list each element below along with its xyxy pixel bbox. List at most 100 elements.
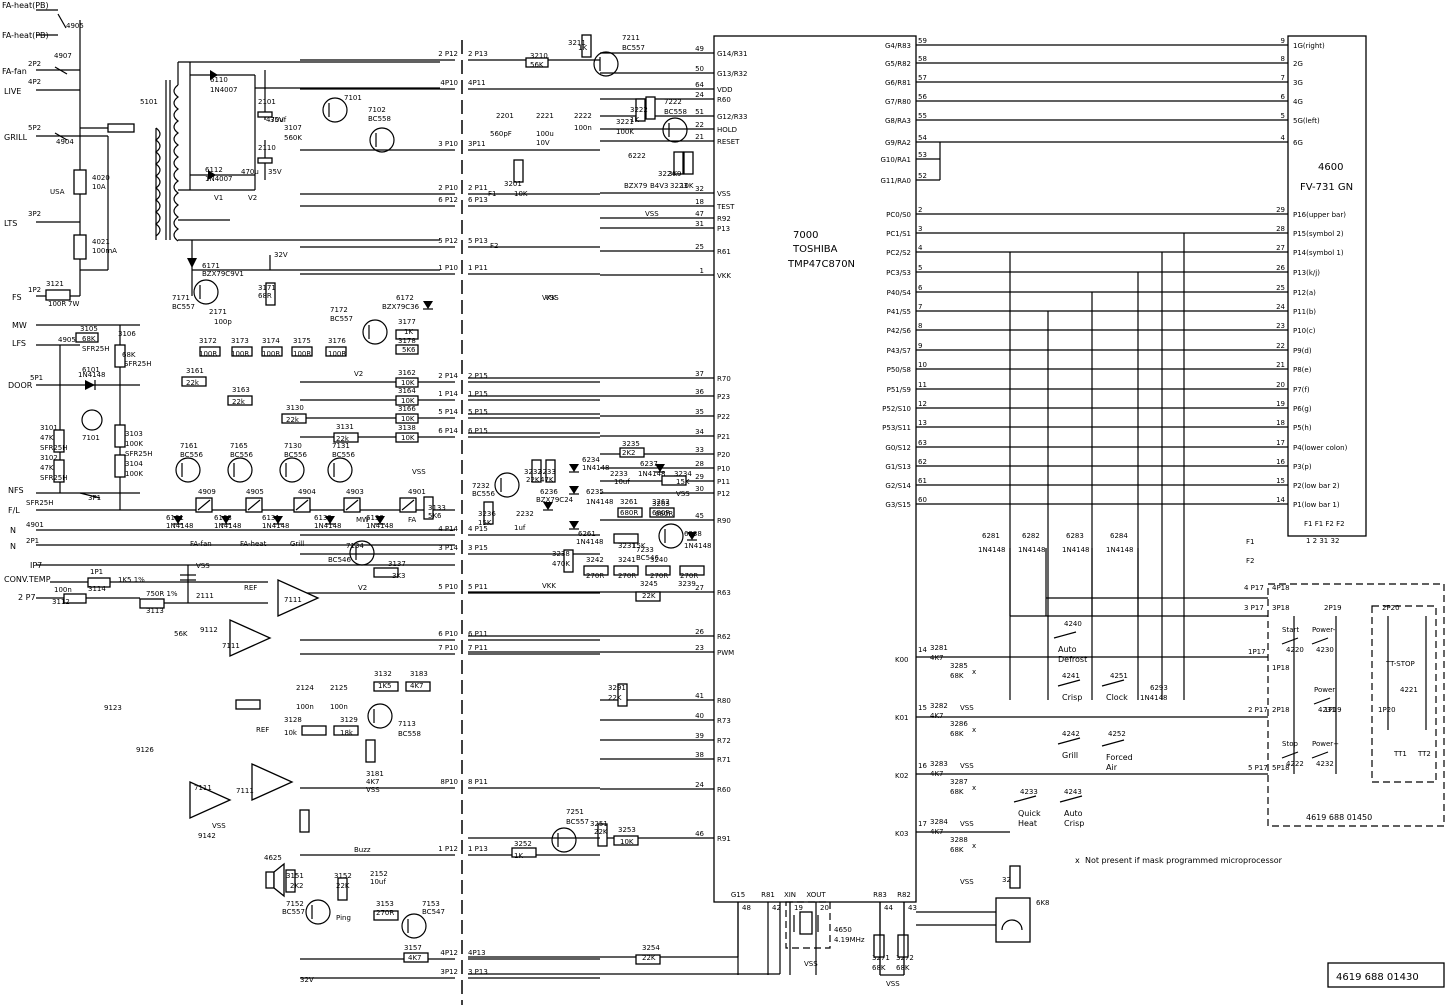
mains-part-label: 7W	[68, 300, 79, 308]
connector-plug-label: 8P10	[440, 778, 458, 786]
power-part-label: 2171	[209, 308, 227, 316]
display-grid-pin-num: 8	[1281, 55, 1285, 63]
mains-part-label: 100R	[48, 300, 66, 308]
mains-label: F/L	[8, 506, 20, 515]
driver-part-label: FA	[408, 516, 416, 524]
mid-part-label: 1N4148	[582, 464, 610, 472]
keyboard-conn-label: 2P19	[1324, 604, 1342, 612]
mcu-right-pin-num: 59	[918, 37, 927, 45]
connector-socket-label: 8 P11	[468, 778, 488, 786]
connector-socket-label: 6 P11	[468, 630, 488, 638]
display-filament-pins: 1 2 31 32	[1306, 537, 1339, 545]
keyboard-conn-label: 3 P17	[1244, 604, 1264, 612]
connector-socket-label: 7 P11	[468, 644, 488, 652]
mid-part-label: 3252	[514, 840, 532, 848]
connector-socket-label: 5 P11	[468, 583, 488, 591]
mid-part-label: 15K	[478, 519, 492, 527]
keyboard-button-ref: 4220	[1286, 646, 1304, 654]
power-part-label: 3178	[398, 337, 416, 345]
display-segment-pin-num: 26	[1276, 264, 1285, 272]
mcu-right-pin-num: 63	[918, 439, 927, 447]
key-matrix-label: 3283	[930, 760, 948, 768]
mid-part-label: VSS	[804, 960, 818, 968]
key-contact	[1101, 739, 1125, 747]
driver-part-label: 4K7	[410, 682, 424, 690]
keyboard-conn-label: 1P20	[1378, 706, 1396, 714]
mcu-right-pin-name: PC1/S1	[886, 230, 911, 238]
keyboard-conn-label: 2P20	[1382, 604, 1400, 612]
driver-part-label: REF	[244, 584, 257, 592]
mains-label: IP7	[30, 561, 42, 570]
transistor-4	[175, 457, 201, 483]
keyboard-button-ref: 4231	[1318, 706, 1336, 714]
mcu-right-pin-name: G6/R81	[885, 79, 911, 87]
mid-part-label: 3201	[504, 180, 522, 188]
power-part-label: 1N4007	[210, 86, 238, 94]
mid-part-label: 22K	[336, 882, 350, 890]
mid-part-label: 3236	[478, 510, 496, 518]
power-part-label: 35V	[270, 116, 284, 124]
mcu-right-pin-name: P43/S7	[887, 347, 911, 355]
connector-plug-label: 5 P12	[438, 237, 458, 245]
mid-part-label: 2K2	[622, 449, 636, 457]
connector-plug-label: 4P12	[440, 949, 458, 957]
mid-part-label: 2233	[610, 470, 628, 478]
mains-part-label: 3103	[125, 430, 143, 438]
mcu-left-pin-num: 47	[695, 210, 704, 218]
resistor-47	[617, 683, 628, 707]
opamp-7111-3	[189, 780, 232, 820]
mains-part-label: 4905	[66, 22, 84, 30]
mcu-left-pin-num: 37	[695, 370, 704, 378]
display-grid-pin-num: 9	[1281, 37, 1285, 45]
driver-part-label: 3132	[374, 670, 392, 678]
mcu-right-pin-num: 60	[918, 496, 927, 504]
key-matrix-label: 3284	[930, 818, 948, 826]
resistor-3	[291, 346, 313, 357]
mains-part-label: 2P1	[26, 537, 39, 545]
driver-part-label: 22k	[186, 379, 200, 387]
mid-part-label: 100K	[616, 128, 634, 136]
driver-part-label: 4905	[246, 488, 264, 496]
mains-part-label: 4907	[54, 52, 72, 60]
mains-label: FA-heat(PB)	[2, 31, 49, 40]
mcu-left-pin-name: P21	[717, 433, 730, 441]
power-part-label: 3173	[231, 337, 249, 345]
mains-part-label: 5P2	[28, 124, 41, 132]
driver-part-label: BC556	[230, 451, 253, 459]
resistor-22	[619, 447, 645, 458]
driver-part-label: 100n	[330, 703, 348, 711]
mid-part-label: 3291	[608, 684, 626, 692]
resistor-11	[395, 377, 419, 388]
mcu-right-pin-num: 56	[918, 93, 927, 101]
power-part-label: BZX79C9V1	[202, 270, 244, 278]
key-matrix-label: 3286	[950, 720, 968, 728]
mcu-right-pin-num: 8	[918, 322, 922, 330]
driver-part-label: 1N4148	[166, 522, 194, 530]
key-matrix-label: 3281	[930, 644, 948, 652]
mid-part-label: 1N4148	[684, 542, 712, 550]
diode-9	[543, 502, 553, 510]
connector-socket-label: 5 P13	[468, 237, 488, 245]
driver-part-label: 7131	[332, 442, 350, 450]
key-label-line: Grill	[1062, 751, 1078, 760]
mid-part-label: 4650	[834, 926, 852, 934]
driver-part-label: 1N4148	[262, 522, 290, 530]
diode-4	[375, 516, 385, 524]
resistor-28	[635, 591, 661, 602]
mid-part-label: 3223	[670, 182, 688, 190]
key-matrix-label: x	[972, 842, 976, 850]
connector-plug-label: 1 P10	[438, 264, 458, 272]
mcu-left-pin-name: P10	[717, 465, 730, 473]
mcu-left-pin-name: R60	[717, 786, 731, 794]
resistor-39	[333, 725, 359, 736]
driver-part-label: 22k	[336, 435, 350, 443]
mid-part-label: 3253	[618, 826, 636, 834]
display-segment-pin-name: P8(e)	[1293, 366, 1312, 374]
power-part-label: 100R	[328, 350, 346, 358]
mid-part-label: 680R	[652, 509, 670, 517]
mains-part-label: 3104	[125, 460, 143, 468]
driver-part-label: VSS	[212, 822, 226, 830]
mid-part-label: 2222	[574, 112, 592, 120]
key-matrix-label: 68K	[950, 788, 964, 796]
